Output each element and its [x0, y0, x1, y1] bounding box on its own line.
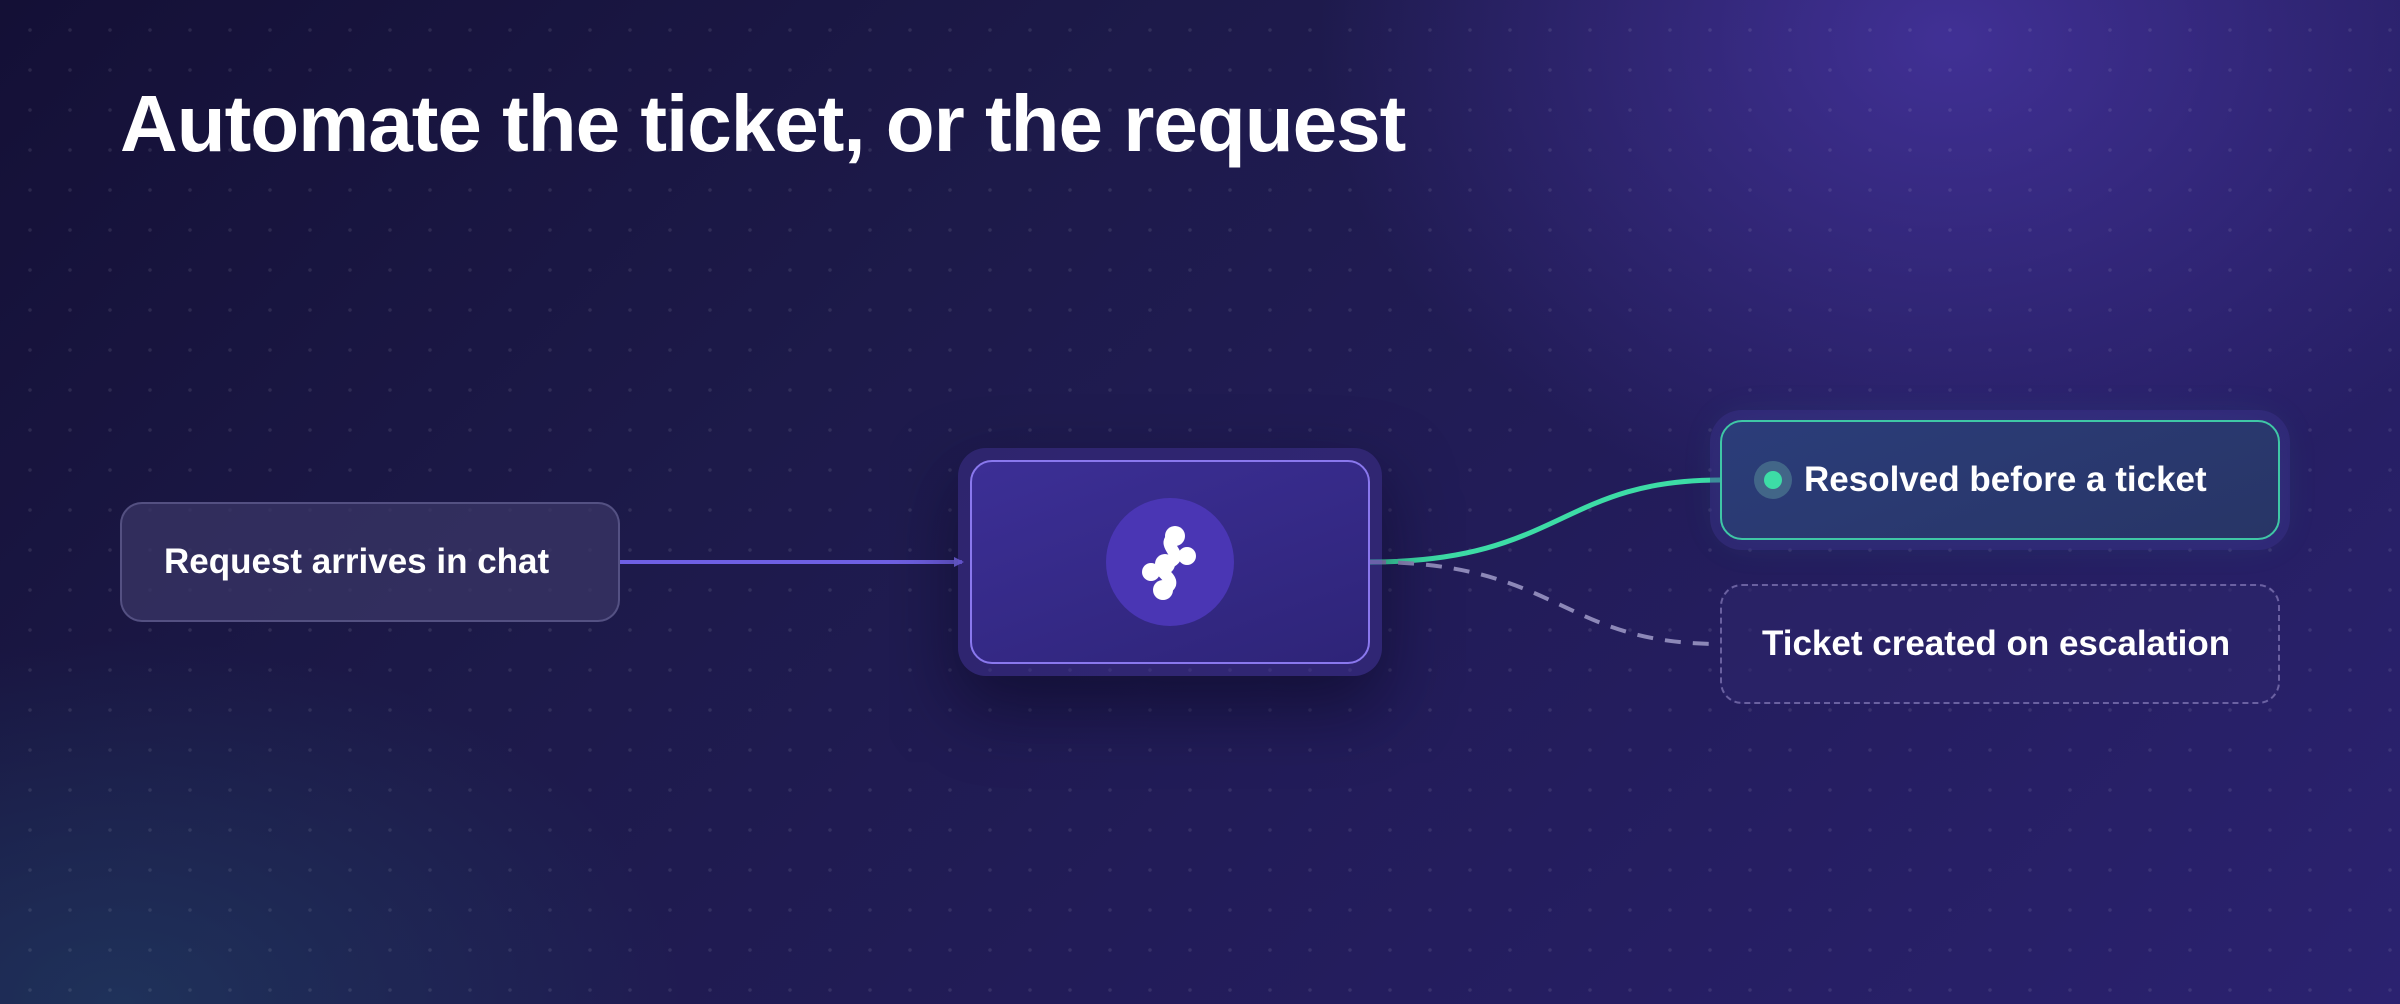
node-resolved-label: Resolved before a ticket	[1804, 460, 2207, 499]
automation-logo-icon	[1106, 498, 1234, 626]
node-resolved-before-ticket: Resolved before a ticket	[1720, 420, 2280, 540]
edge-hub-to-resolved	[1369, 477, 1721, 565]
node-request-arrives-label: Request arrives in chat	[164, 542, 550, 581]
node-ticket-escalation: Ticket created on escalation	[1720, 584, 2280, 704]
edge-hub-to-escalation	[1369, 560, 1721, 646]
node-escalation-label: Ticket created on escalation	[1762, 624, 2231, 663]
node-request-arrives: Request arrives in chat	[120, 502, 620, 622]
status-dot-icon	[1754, 461, 1792, 499]
page-title: Automate the ticket, or the request	[120, 79, 1406, 168]
automation-hub-node	[970, 460, 1370, 664]
